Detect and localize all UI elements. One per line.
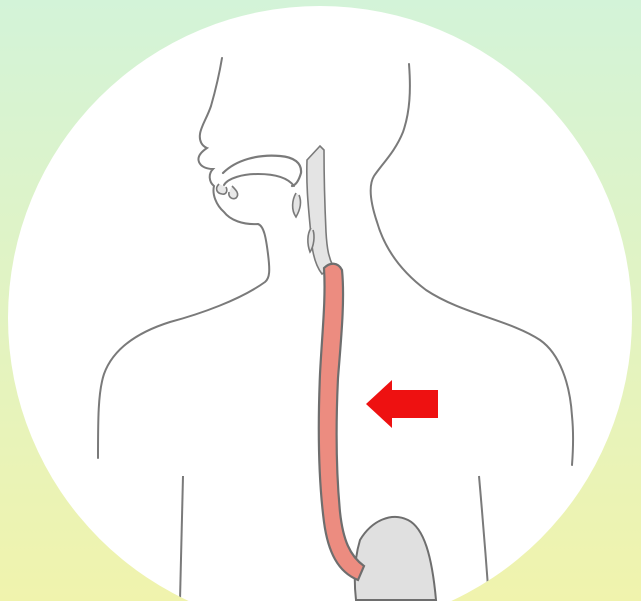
white-circle-background (8, 6, 632, 601)
